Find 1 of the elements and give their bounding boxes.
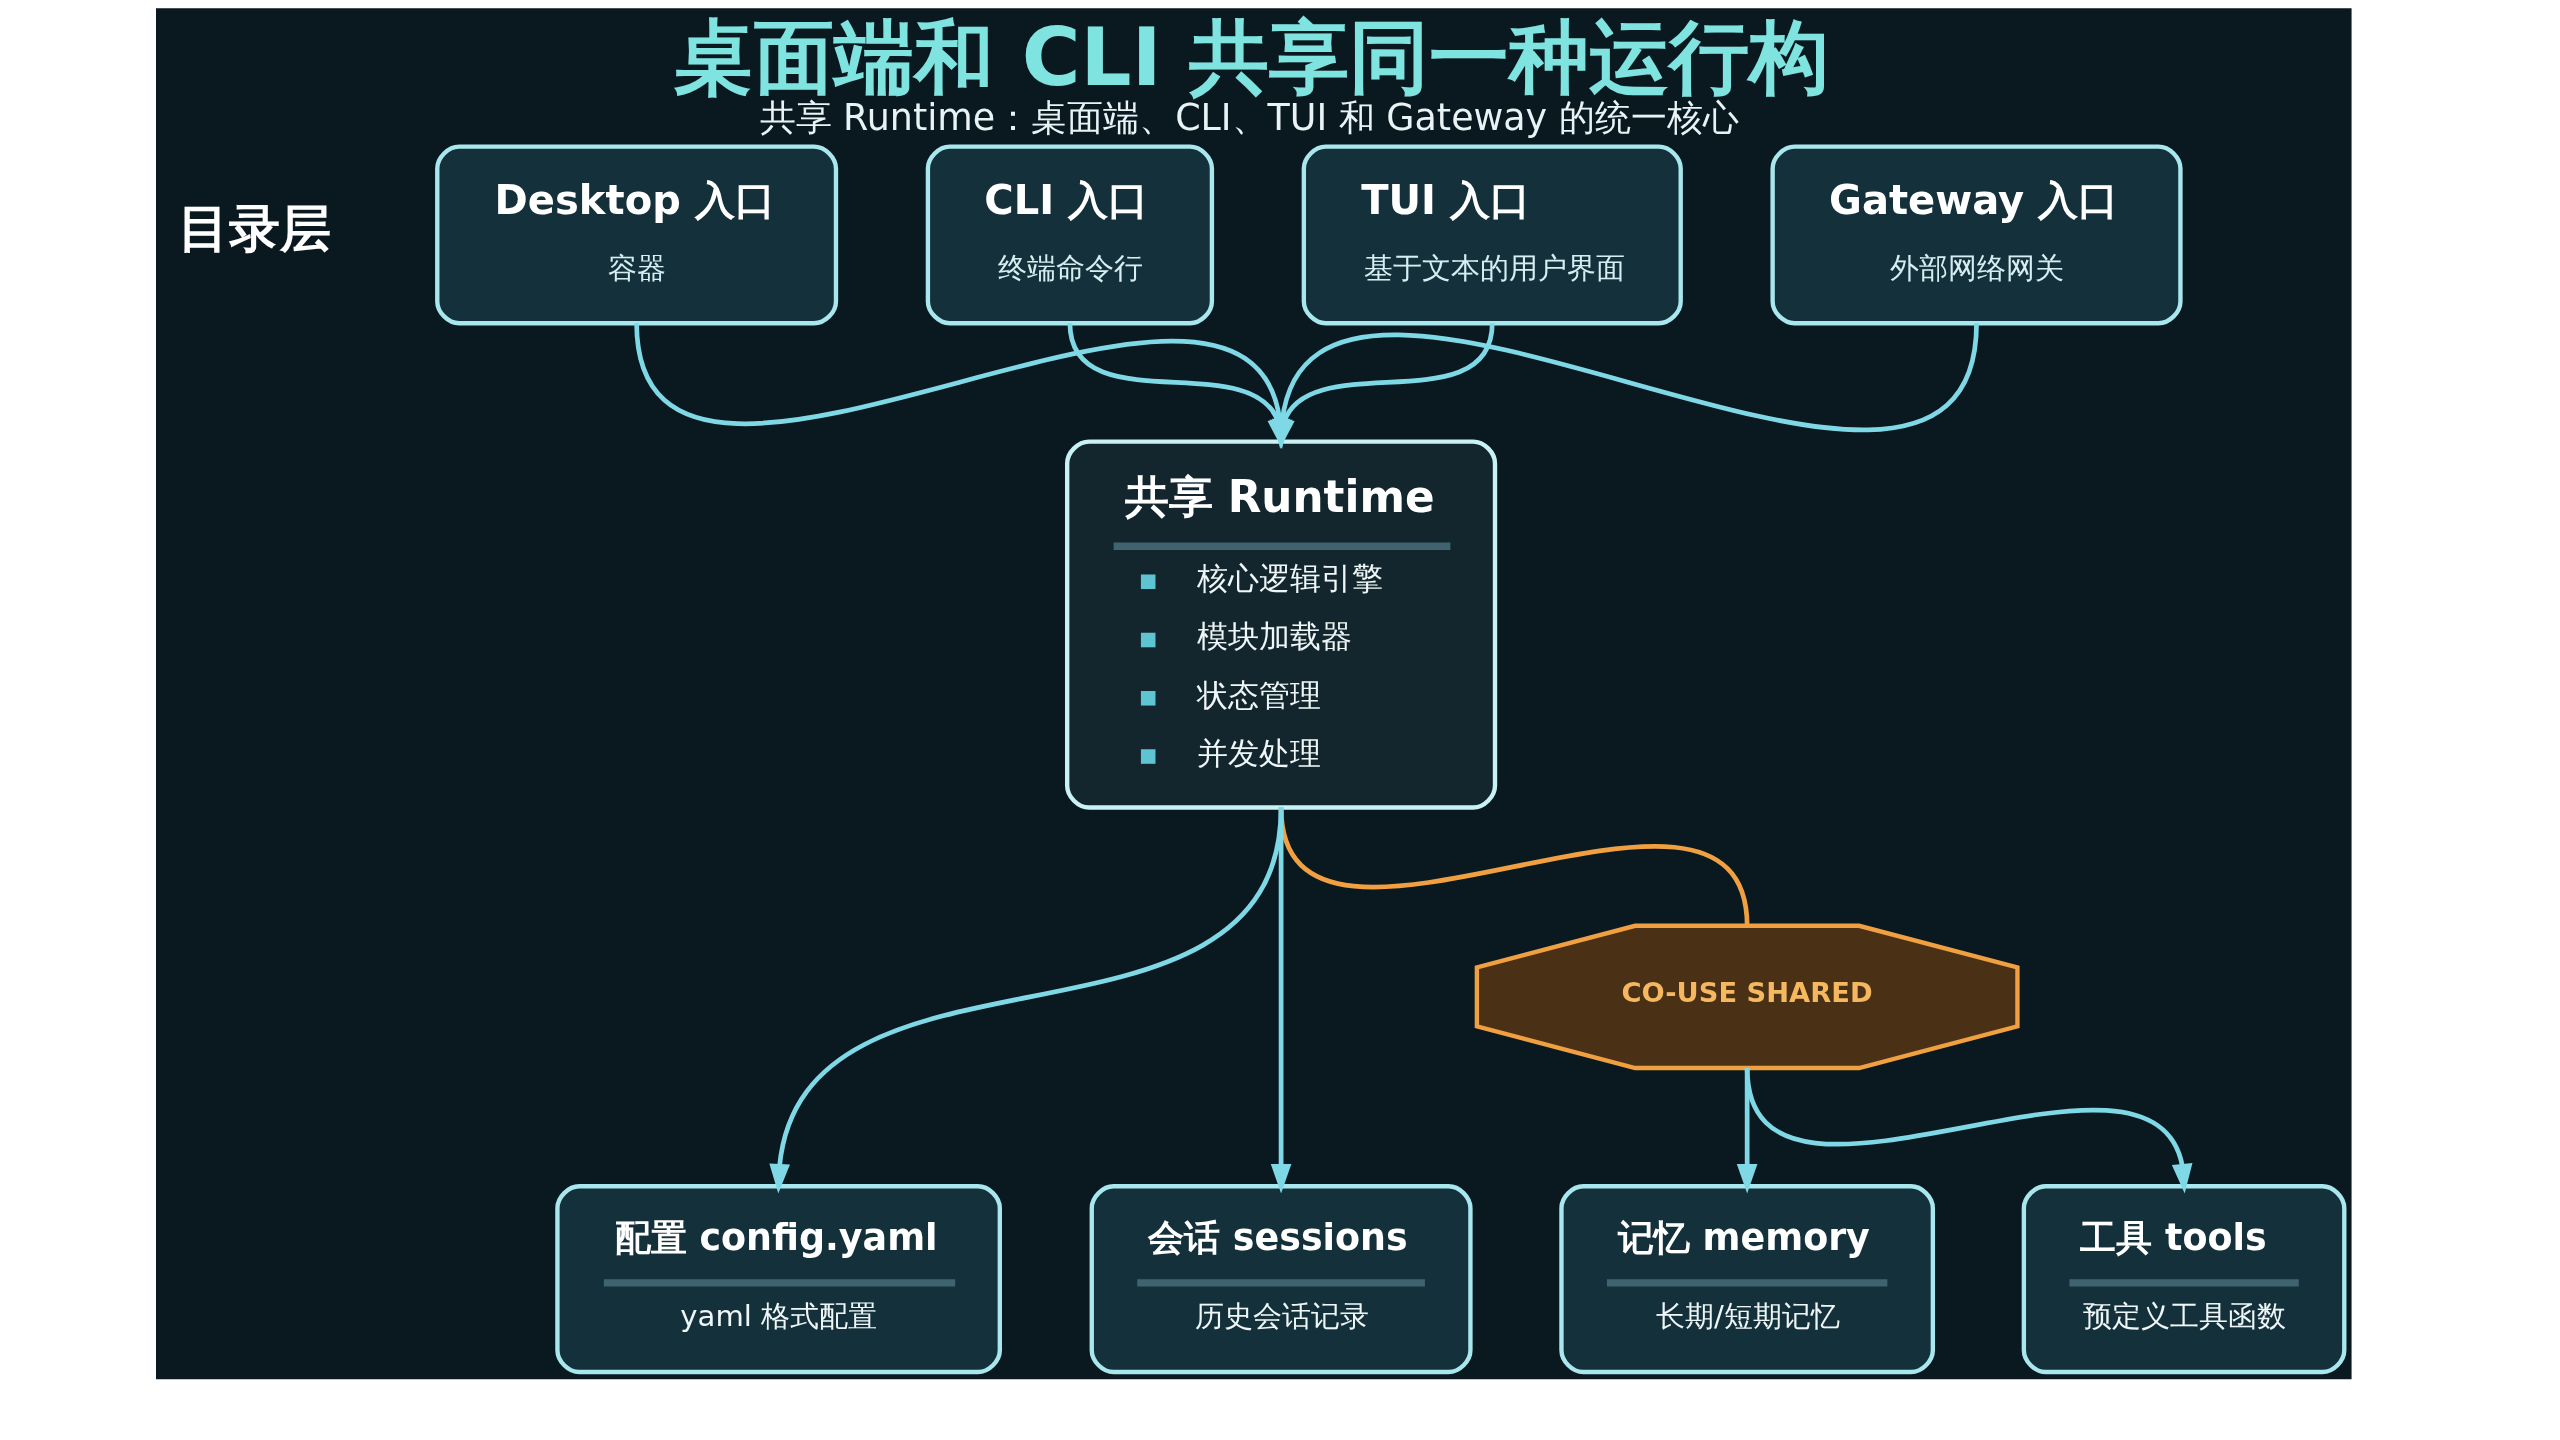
label: 目录层 — [177, 198, 331, 258]
